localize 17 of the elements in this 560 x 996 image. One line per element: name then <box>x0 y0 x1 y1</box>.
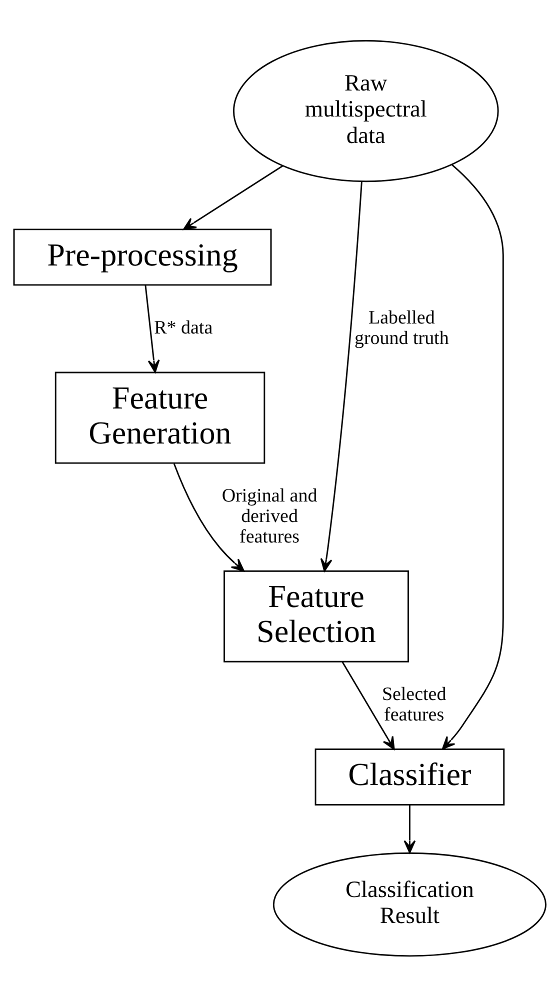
node-box: Pre-processing <box>13 228 272 286</box>
edge-label: Labelled ground truth <box>354 306 449 348</box>
arrow <box>173 462 244 572</box>
node-box: Feature Selection <box>224 570 409 662</box>
node-ellipse: Classification Result <box>272 852 546 956</box>
node-ellipse: Raw multispectral data <box>233 40 499 182</box>
edge-label: R* data <box>154 317 213 338</box>
arrow <box>342 660 395 750</box>
arrow <box>442 164 504 749</box>
arrow <box>144 284 160 372</box>
node-box: Feature Generation <box>54 371 266 464</box>
edge-label: Original and derived features <box>222 485 318 547</box>
node-box: Classifier <box>314 748 505 805</box>
edge-label: Selected features <box>382 684 446 726</box>
arrow <box>320 180 362 572</box>
arrow <box>404 804 416 853</box>
arrow <box>183 164 284 230</box>
